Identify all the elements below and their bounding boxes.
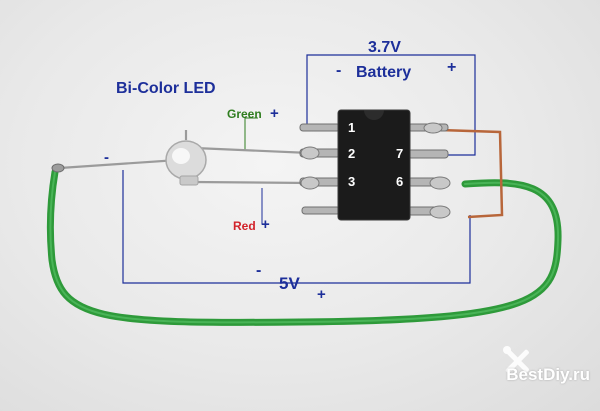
battery-name-label: Battery (356, 64, 412, 81)
ic-pin-3-label: 3 (348, 174, 356, 189)
bicolor-led (165, 140, 207, 186)
supply-plus-label: + (317, 286, 326, 303)
ic-pin-6-label: 6 (396, 174, 404, 189)
led-minus-label: - (104, 149, 109, 166)
ic-chip (337, 109, 411, 221)
ic-pin-7-label: 7 (396, 146, 404, 161)
battery-guide-line (306, 54, 476, 156)
supply-guide-line (122, 170, 471, 284)
battery-minus-label: - (336, 62, 342, 79)
supply-voltage-label: 5V (279, 274, 300, 293)
ic-right-pins (407, 123, 449, 216)
red-plus-label: + (261, 216, 270, 233)
ic-pin-2-label: 2 (348, 146, 356, 161)
watermark-text: BestDiy.ru (506, 365, 590, 384)
copper-bridge-wire (439, 128, 504, 219)
green-leader-line (244, 117, 258, 150)
green-plus-label: + (270, 105, 279, 122)
battery-plus-label: + (447, 59, 457, 76)
green-lead-label: Green (227, 107, 262, 121)
supply-minus-label: - (256, 262, 262, 279)
ic-pin-1-label: 1 (348, 120, 356, 135)
solder-joints (300, 122, 451, 219)
led-leads (59, 130, 311, 185)
ic-left-pins (299, 123, 341, 215)
battery-voltage-label: 3.7V (368, 39, 401, 56)
green-jumper-wire (46, 168, 562, 326)
led-title-label: Bi-Color LED (116, 80, 216, 97)
red-lead-label: Red (233, 219, 256, 233)
wrench-screwdriver-icon (503, 346, 529, 373)
